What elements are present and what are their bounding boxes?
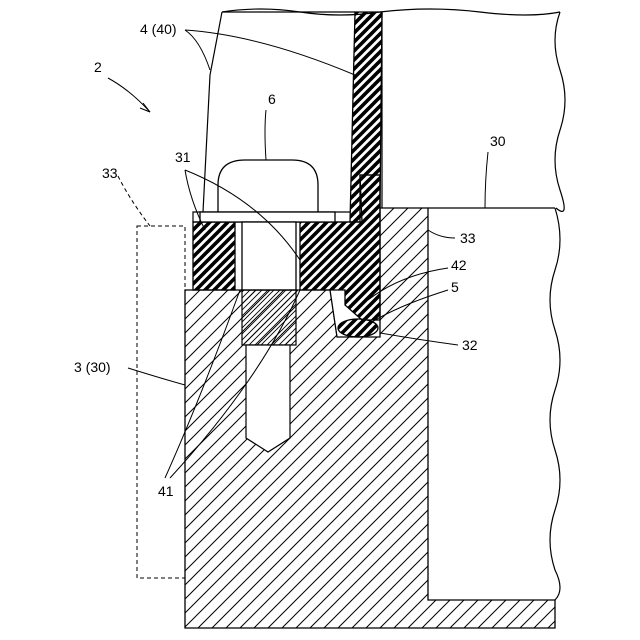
label-assembly: 2 — [94, 59, 102, 75]
label-flange-holes: 31 — [175, 149, 191, 165]
dashed-region — [137, 226, 185, 578]
label-bolt: 6 — [268, 91, 276, 107]
label-wall-top: 30 — [490, 133, 506, 149]
label-seal: 5 — [451, 279, 459, 295]
label-dashed-region: 33 — [102, 165, 118, 181]
label-body: 3 (30) — [74, 359, 111, 375]
label-cover: 4 (40) — [140, 21, 177, 37]
label-wall-right: 33 — [460, 230, 476, 246]
label-groove: 32 — [462, 337, 478, 353]
label-contacts: 41 — [158, 483, 174, 499]
label-projection: 42 — [451, 257, 467, 273]
